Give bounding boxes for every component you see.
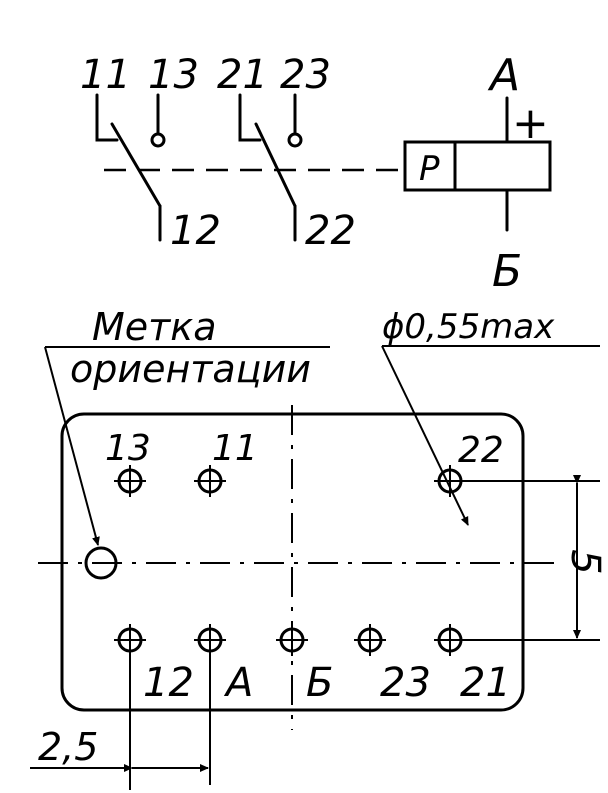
hole-diameter-note: ϕ0,55max — [382, 307, 555, 347]
pin-22 — [434, 465, 600, 497]
coil-terminal-b-label: Б — [492, 246, 522, 297]
coil-polarity-plus: + — [512, 98, 549, 149]
coil-label: P — [419, 149, 440, 189]
contact2-no-terminal — [287, 132, 303, 148]
orientation-mark-leader — [44, 346, 100, 546]
coil-body — [403, 140, 552, 192]
pin-label-21: 21 — [460, 660, 511, 706]
contact2-switch-arm — [254, 122, 297, 208]
contact1-common-lead — [95, 93, 119, 142]
pin-label-11: 11 — [212, 428, 258, 469]
contact2-common-label: 21 — [217, 52, 268, 98]
pin-21 — [434, 624, 600, 656]
pin-23 — [354, 624, 386, 656]
contact1-no-terminal — [150, 132, 166, 148]
contact1-switch-arm — [110, 122, 162, 208]
pin-label-23: 23 — [380, 660, 431, 706]
pin-b — [276, 624, 308, 656]
pin-label-b: Б — [306, 660, 333, 706]
contact1-no-label: 13 — [148, 52, 199, 98]
orientation-mark-circle — [84, 546, 118, 580]
pin-label-a: A — [223, 660, 253, 706]
schematic: 11 13 12 21 23 22 P — [80, 50, 552, 297]
pin-11 — [194, 465, 226, 497]
pin-12 — [114, 624, 146, 790]
horizontal-dimension: 2,5 — [30, 725, 209, 772]
pin-a — [194, 624, 226, 785]
relay-coil: P A + Б — [403, 50, 552, 297]
contact-group-1: 11 13 12 — [80, 52, 221, 254]
contact-group-2: 21 23 22 — [217, 52, 356, 254]
contact2-no-label: 23 — [280, 52, 331, 98]
pin-label-13: 13 — [105, 428, 151, 469]
pin-label-12: 12 — [143, 660, 194, 706]
contact2-common-lead — [238, 93, 262, 142]
pin-label-22: 22 — [458, 430, 504, 471]
hole-note-callout: ϕ0,55max — [381, 307, 600, 526]
orientation-mark-line1: Метка — [92, 305, 217, 349]
coil-terminal-a-label: A — [487, 50, 520, 101]
vertical-dimension-value: 5 — [562, 549, 608, 574]
vertical-dimension: 5 — [562, 475, 608, 639]
hole-note-leader — [381, 345, 469, 526]
contact2-nc-label: 22 — [305, 208, 356, 254]
contact1-common-label: 11 — [80, 52, 131, 98]
horizontal-dimension-value: 2,5 — [38, 725, 98, 769]
orientation-mark-line2: ориентации — [70, 347, 311, 391]
pin-13 — [114, 465, 146, 497]
contact1-nc-label: 12 — [170, 208, 221, 254]
footprint: Метка ориентации ϕ0,55max — [30, 305, 608, 790]
orientation-mark-callout: Метка ориентации — [44, 305, 330, 546]
